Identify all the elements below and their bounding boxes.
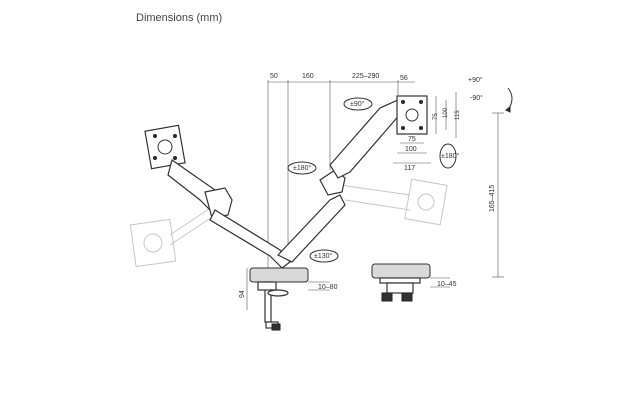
dim-vesa-100-h: 100 (405, 146, 417, 153)
swivel-top-label: ±90° (350, 100, 365, 108)
dim-vesa-100-v: 100 (443, 107, 449, 118)
right-arm (277, 99, 403, 263)
dim-vesa-75-v: 75 (433, 113, 439, 120)
dim-clamp-10-80: 10–80 (318, 284, 338, 291)
dim-base-94: 94 (239, 290, 246, 298)
dim-vesa-117: 117 (404, 165, 415, 172)
rotate-left-label: ±180° (293, 164, 312, 172)
rotation-labels: +90° -90° ±90° ±180° ±180° ±130° (293, 76, 483, 260)
dim-160: 160 (302, 73, 314, 80)
dim-56: 56 (400, 75, 408, 82)
rotate-right-label: ±180° (441, 152, 460, 160)
dim-grommet-10-45: 10–45 (437, 281, 457, 288)
left-vesa-plate (144, 124, 186, 170)
ghost-right-arm (339, 178, 448, 226)
dim-50: 50 (270, 73, 278, 80)
base-swivel-label: ±130° (314, 252, 333, 260)
grommet-base (371, 263, 450, 302)
clamp-base (246, 267, 330, 331)
ghost-left-monitor (129, 204, 216, 268)
tilt-up-label: +90° (468, 76, 483, 84)
dim-225-290: 225–290 (352, 73, 379, 80)
dim-height-165-415: 165–415 (489, 185, 496, 212)
rotation-indicators (287, 87, 513, 263)
dim-vesa-75-h: 75 (408, 136, 416, 143)
diagram-title: Dimensions (mm) (136, 12, 223, 24)
dim-vesa-115: 115 (455, 110, 461, 120)
left-arm (167, 159, 291, 269)
dimension-labels: 50 160 225–290 56 100 75 115 75 100 117 … (239, 73, 496, 298)
tilt-down-label: -90° (470, 94, 483, 102)
right-vesa-plate (393, 92, 457, 164)
